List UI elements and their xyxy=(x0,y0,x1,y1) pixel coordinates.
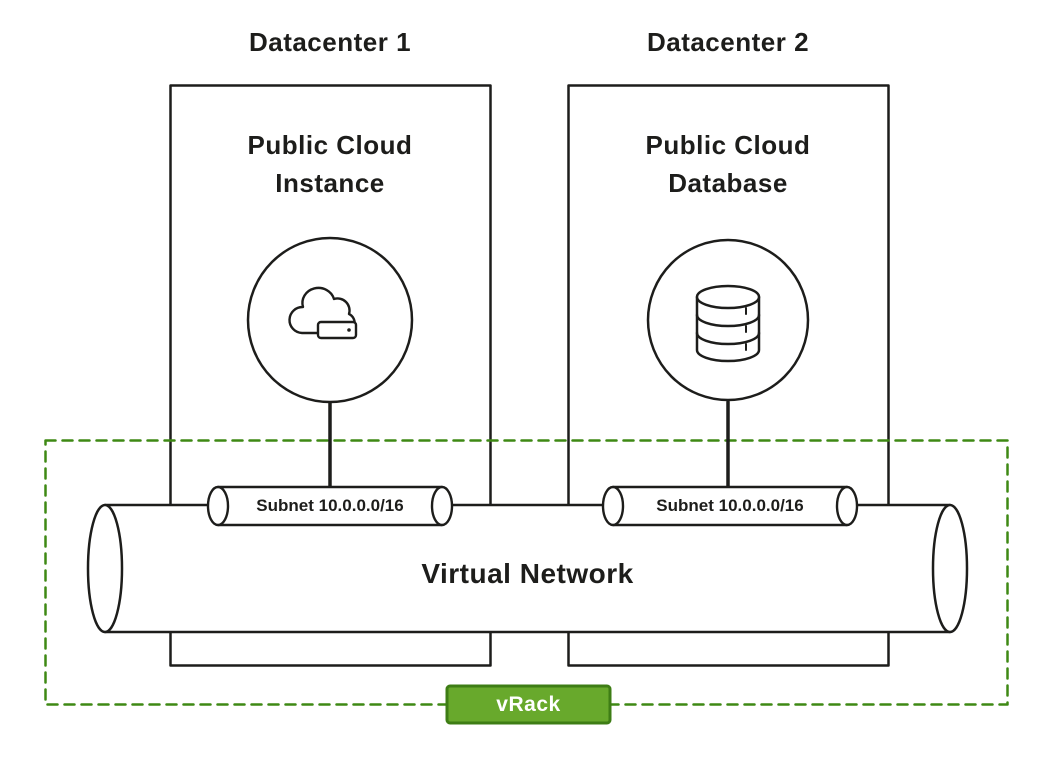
vrack-label: vRack xyxy=(496,693,561,716)
database-label-line2: Database xyxy=(668,168,788,198)
instance-label: Public Cloud Instance xyxy=(170,126,490,202)
virtual-network-label: Virtual Network xyxy=(421,558,634,589)
datacenter1-title: Datacenter 1 xyxy=(248,27,412,57)
subnet1-label: Subnet 10.0.0.0/16 xyxy=(256,496,404,515)
instance-label-line2: Instance xyxy=(275,168,385,198)
subnet2-cylinder xyxy=(601,485,859,527)
instance-label-line1: Public Cloud xyxy=(247,130,413,160)
subnet2-label: Subnet 10.0.0.0/16 xyxy=(656,496,804,515)
database-label-line1: Public Cloud xyxy=(645,130,811,160)
vrack-badge xyxy=(445,684,612,725)
datacenter2-title: Datacenter 2 xyxy=(646,27,810,57)
cloud-server-icon xyxy=(288,286,358,340)
database-icon xyxy=(695,284,761,363)
database-label: Public Cloud Database xyxy=(568,126,888,202)
subnet1-cylinder xyxy=(206,485,454,527)
